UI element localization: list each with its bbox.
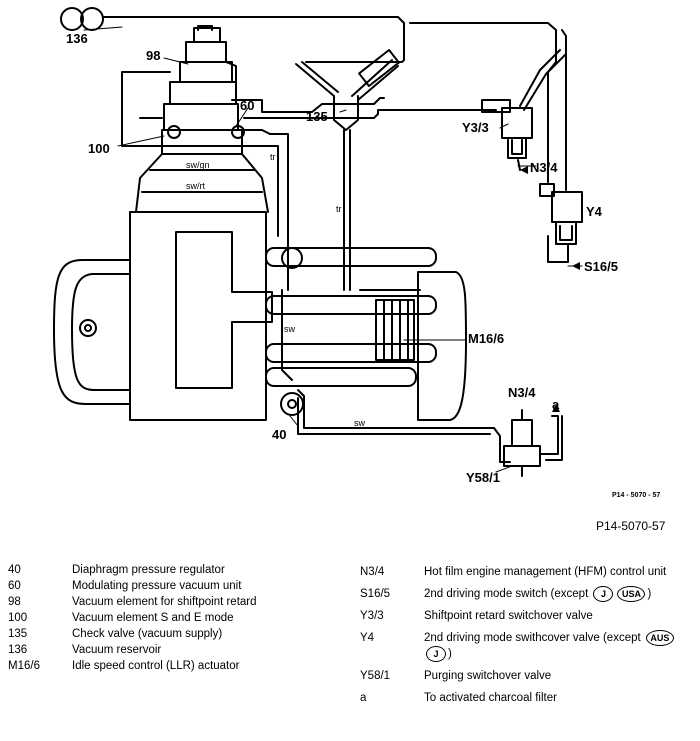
- label-n3-4-top: N3/4: [530, 160, 558, 175]
- label-135: 135: [306, 109, 328, 124]
- hose-loop-right: [231, 97, 385, 113]
- label-40: 40: [272, 427, 286, 442]
- engine-block: [53, 211, 467, 421]
- legend-row-y3-3: Y3/3 Shiftpoint retard switchover valve: [360, 608, 696, 624]
- valve-y58-1: [503, 409, 563, 477]
- legend-desc: Vacuum element S and E mode: [72, 612, 234, 624]
- badge-j: J: [426, 646, 446, 663]
- hose-y4-left: [561, 29, 567, 191]
- transmission-valve-tower: [161, 25, 245, 155]
- legend-desc-text: 2nd driving mode switch (except: [424, 588, 589, 601]
- legend-right: N3/4 Hot film engine management (HFM) co…: [360, 564, 696, 712]
- legend-desc: Purging switchover valve: [424, 670, 552, 683]
- hose-60: [243, 129, 289, 291]
- legend-row: 40 Diaphragm pressure regulator: [8, 562, 308, 578]
- label-136: 136: [66, 31, 88, 46]
- hose-y33: [243, 109, 497, 119]
- legend-code: M16/6: [8, 660, 40, 672]
- legend-code: 60: [8, 580, 21, 592]
- hose-98: [225, 61, 237, 105]
- vacuum-reservoir-136: [60, 7, 104, 31]
- label-y3-3: Y3/3: [462, 120, 489, 135]
- legend-left: 40 Diaphragm pressure regulator 60 Modulat…: [8, 562, 308, 674]
- legend-desc: Modulating pressure vacuum unit: [72, 580, 242, 592]
- legend-desc: Shiftpoint retard switchover valve: [424, 610, 593, 623]
- legend-code: Y4: [360, 632, 375, 645]
- legend-row: M16/6 Idle speed control (LLR) actuator: [8, 658, 308, 674]
- legend-code: 135: [8, 628, 28, 640]
- wire-label-tr-2: tr: [336, 204, 342, 214]
- legend-code: 40: [8, 564, 21, 576]
- hose-y4-vertical: [409, 22, 557, 183]
- badge-usa: USA: [617, 586, 646, 602]
- hose-sw-bottom: [297, 389, 511, 463]
- legend-desc: Hot film engine management (HFM) control…: [424, 566, 667, 578]
- legend-row-n3-4: N3/4 Hot film engine management (HFM) co…: [360, 564, 696, 580]
- badge-aus: AUS: [645, 630, 674, 647]
- label-s16-5: S16/5: [584, 259, 618, 274]
- label-y58-1: Y58/1: [466, 470, 500, 485]
- legend-code: Y58/1: [360, 670, 391, 683]
- legend-code: 136: [8, 644, 28, 656]
- legend-row: 100 Vacuum element S and E mode: [8, 610, 308, 626]
- valve-y33: [481, 49, 567, 171]
- label-98: 98: [146, 48, 160, 63]
- hose-sw-bottom2: [297, 397, 491, 435]
- wire-label-sw-gn: sw/gn: [186, 160, 210, 170]
- legend-code: Y3/3: [360, 610, 384, 623]
- hose-left-loop: [121, 71, 279, 237]
- legend-desc: Diaphragm pressure regulator: [72, 564, 225, 576]
- legend-row-a: a To activated charcoal filter: [360, 690, 696, 706]
- legend-desc: Vacuum reservoir: [72, 644, 162, 656]
- legend-row: 60 Modulating pressure vacuum unit: [8, 578, 308, 594]
- wire-label-sw-rt: sw/rt: [186, 181, 205, 191]
- wire-label-tr-1: tr: [270, 152, 276, 162]
- legend-code: 100: [8, 612, 28, 624]
- check-valve-135: [295, 48, 400, 291]
- legend-desc-text: 2nd driving mode swithcover valve (excep…: [424, 632, 641, 645]
- label-n3-4-bottom: N3/4: [508, 385, 536, 400]
- legend-code: S16/5: [360, 588, 391, 600]
- legend-row: 98 Vacuum element for shiftpoint retard: [8, 594, 308, 610]
- legend-code: 98: [8, 596, 21, 608]
- legend-desc-tail: ): [647, 588, 652, 601]
- hose-reservoir: [102, 16, 405, 63]
- transmission-housing: [135, 153, 269, 213]
- legend-row-y4: Y4 2nd driving mode swithcover valve (ex…: [360, 630, 696, 663]
- legend-desc-tail: ): [448, 648, 452, 661]
- legend-desc: To activated charcoal filter: [424, 692, 557, 705]
- wire-label-sw-1: sw: [284, 324, 296, 334]
- legend-desc: Idle speed control (LLR) actuator: [72, 660, 240, 672]
- wire-label-sw-2: sw: [354, 418, 366, 428]
- legend-desc: Check valve (vacuum supply): [72, 628, 223, 640]
- diagram-ref-number: P14-5070-57: [596, 519, 666, 533]
- label-m16-6: M16/6: [468, 331, 504, 346]
- diagram-ref-small: P14 - 5070 - 57: [612, 492, 660, 499]
- badge-j: J: [593, 586, 614, 602]
- label-a: a: [552, 397, 560, 412]
- legend-row: 136 Vacuum reservoir: [8, 642, 308, 658]
- legend-desc: Vacuum element for shiftpoint retard: [72, 596, 257, 608]
- label-60: 60: [240, 98, 254, 113]
- legend-code: a: [360, 692, 367, 705]
- legend-code: N3/4: [360, 566, 385, 578]
- legend-row-y58-1: Y58/1 Purging switchover valve: [360, 668, 696, 684]
- hose-40: [281, 289, 293, 381]
- label-100: 100: [88, 141, 110, 156]
- valve-y4: [539, 183, 583, 263]
- legend-row: 135 Check valve (vacuum supply): [8, 626, 308, 642]
- legend-desc: 2nd driving mode swithcover valve (excep…: [424, 630, 696, 663]
- label-y4: Y4: [586, 204, 603, 219]
